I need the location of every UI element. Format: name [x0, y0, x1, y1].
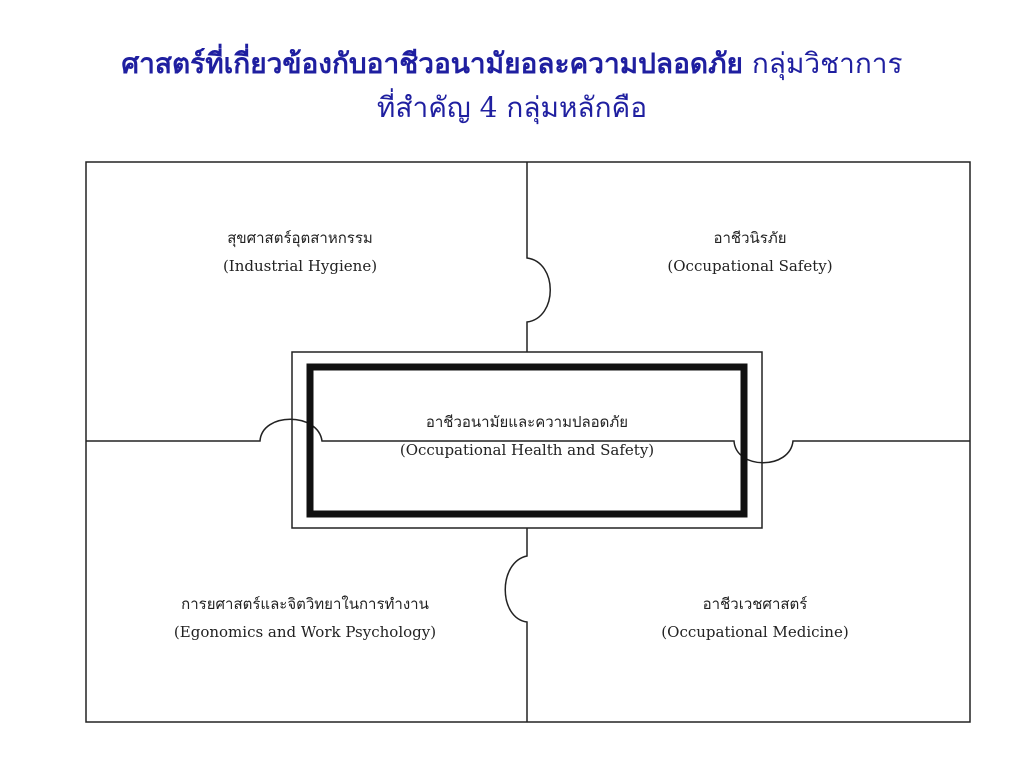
title-bold-part: ศาสตร์ที่เกี่ยวข้องกับอาชีวอนามัยอละความ…	[121, 47, 743, 80]
piece-thai-label: การยศาสตร์และจิตวิทยาในการทำงาน	[181, 595, 429, 613]
piece-english-label: (Egonomics and Work Psychology)	[173, 623, 437, 641]
piece-thai-label: สุขศาสตร์อุตสาหกรรม	[227, 229, 373, 247]
piece-occupational-health-safety: อาชีวอนามัยและความปลอดภัย (Occupational …	[340, 408, 714, 464]
piece-thai-label: อาชีวนิรภัย	[713, 229, 787, 247]
piece-thai-label: อาชีวอนามัยและความปลอดภัย	[425, 413, 629, 431]
piece-english-label: (Industrial Hygiene)	[222, 257, 378, 275]
piece-ergonomics-work-psychology: การยศาสตร์และจิตวิทยาในการทำงาน (Egonomi…	[120, 590, 490, 646]
horizontal-divider-right	[527, 440, 970, 464]
piece-english-label: (Occupational Safety)	[667, 257, 833, 275]
piece-english-label: (Occupational Health and Safety)	[399, 441, 655, 459]
center-thick-frame	[306, 363, 748, 518]
center-outer-frame	[291, 351, 763, 529]
vertical-divider-top	[526, 162, 551, 352]
outer-border	[85, 161, 971, 723]
piece-english-label: (Occupational Medicine)	[661, 623, 849, 641]
piece-occupational-medicine: อาชีวเวชศาสตร์ (Occupational Medicine)	[590, 590, 920, 646]
title-line-1: ศาสตร์ที่เกี่ยวข้องกับอาชีวอนามัยอละความ…	[0, 42, 1024, 86]
horizontal-divider-left	[86, 418, 527, 442]
title-line-2: ที่สำคัญ 4 กลุ่มหลักคือ	[376, 91, 648, 124]
piece-thai-label: อาชีวเวชศาสตร์	[702, 595, 808, 613]
slide-title: ศาสตร์ที่เกี่ยวข้องกับอาชีวอนามัยอละความ…	[0, 42, 1024, 130]
piece-occupational-safety: อาชีวนิรภัย (Occupational Safety)	[590, 224, 910, 280]
title-regular-part: กลุ่มวิชาการ	[742, 47, 903, 80]
piece-industrial-hygiene: สุขศาสตร์อุตสาหกรรม (Industrial Hygiene)	[140, 224, 460, 280]
vertical-divider-bottom	[504, 528, 528, 722]
